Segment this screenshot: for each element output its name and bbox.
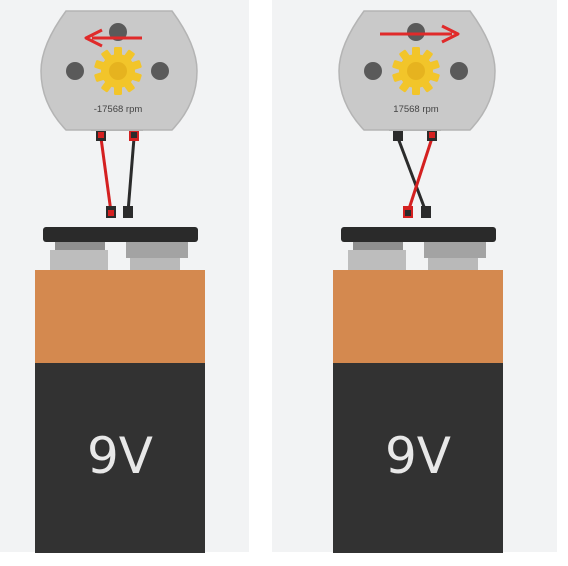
motor-hole xyxy=(151,62,169,80)
circuit-right: 17568 rpm 9V xyxy=(272,0,557,553)
battery-body xyxy=(35,363,205,553)
wire-black-right xyxy=(393,129,431,218)
battery-9v-left: 9V xyxy=(35,227,205,553)
motor-hole xyxy=(364,62,382,80)
circuit-left: -17568 rpm 9V xyxy=(0,0,249,553)
battery-terminal-positive xyxy=(55,242,105,250)
battery-label-top xyxy=(333,270,503,364)
dc-motor-right: 17568 rpm xyxy=(338,10,496,131)
arrow-left-icon xyxy=(84,28,142,48)
battery-body xyxy=(333,363,503,553)
gear-icon xyxy=(94,47,142,95)
battery-terminal-negative xyxy=(126,242,188,258)
wire-red-right xyxy=(403,129,437,218)
wire-black-left xyxy=(123,129,139,218)
wire-red-left xyxy=(96,129,116,218)
dc-motor-left: -17568 rpm xyxy=(40,10,198,131)
battery-terminal-positive xyxy=(50,250,108,272)
rpm-readout: -17568 rpm xyxy=(94,104,143,115)
motor-hole xyxy=(450,62,468,80)
arrow-right-icon xyxy=(380,24,460,44)
battery-cap xyxy=(341,227,496,242)
motor-hole xyxy=(66,62,84,80)
battery-voltage-label: 9V xyxy=(385,427,451,485)
motor-hole xyxy=(407,23,425,41)
battery-9v-right: 9V xyxy=(333,227,503,553)
rpm-readout: 17568 rpm xyxy=(393,104,439,115)
battery-label-top xyxy=(35,270,205,364)
battery-terminal-positive xyxy=(353,242,403,250)
gear-icon xyxy=(392,47,440,95)
battery-terminal-positive xyxy=(348,250,406,272)
battery-terminal-negative xyxy=(424,242,486,258)
battery-voltage-label: 9V xyxy=(87,427,153,485)
battery-cap xyxy=(43,227,198,242)
